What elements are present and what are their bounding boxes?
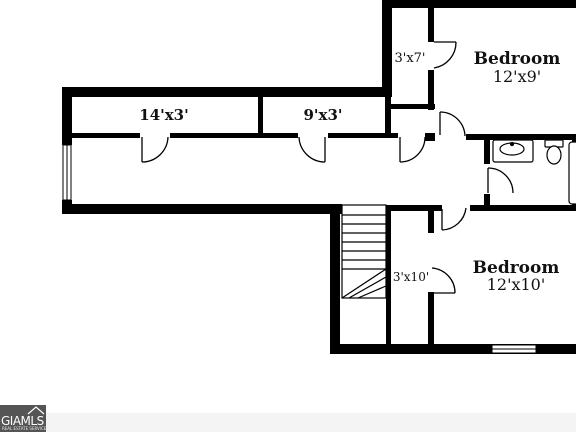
bedroom-2-dimensions: 12'x10' [487, 275, 546, 294]
wall-top-divider [428, 8, 434, 42]
door-swings [141, 41, 514, 294]
wall-left-top [62, 87, 392, 97]
wall-closet-row-bottom-c [328, 133, 398, 138]
wall-bed1-bottom [466, 134, 576, 140]
sink-icon [492, 139, 534, 163]
toilet-icon [544, 139, 564, 165]
tub-icon [568, 141, 576, 205]
wall-3x10-right-top [428, 205, 434, 233]
door-closet-3x10 [431, 267, 456, 294]
wall-left-end-bottom [62, 200, 72, 214]
labels: 14'x3' 9'x3' 3'x7' 3'x10' Bedroom 12'x9'… [139, 49, 560, 294]
bedroom-2-name: Bedroom [473, 258, 560, 278]
wall-stair-right [386, 205, 391, 353]
wall-bottom [330, 344, 576, 354]
roof-icon [27, 406, 45, 415]
watermark-tagline: REAL ESTATE SERVICES [2, 426, 49, 431]
bath-fixtures [492, 139, 576, 205]
door-closet-14x3 [141, 136, 169, 163]
staircase [341, 204, 387, 299]
wall-closet-row-bottom-b [170, 133, 298, 138]
watermark: GIAMLS REAL ESTATE SERVICES [0, 405, 576, 432]
closet-14x3-label: 14'x3' [139, 106, 188, 124]
closet-9x3-label: 9'x3' [303, 106, 342, 124]
watermark-strip [46, 413, 576, 432]
wall-top-divider-low [428, 70, 434, 110]
wall-3x10-right-bottom [428, 292, 434, 350]
closet-3x7-label: 3'x7' [394, 51, 425, 66]
windows [62, 144, 576, 354]
wall-closet-divider [258, 97, 263, 137]
door-closet-hall [399, 136, 426, 163]
wall-left-bottom [62, 204, 342, 214]
wall-lower-left [330, 204, 340, 354]
door-closet-9x3 [298, 136, 326, 163]
wall-bath-left [484, 134, 490, 164]
door-closet-3x7 [433, 41, 457, 69]
wall-left-end-top [62, 87, 72, 145]
wall-top-right-top [382, 0, 576, 8]
wall-bath-left-low [484, 194, 490, 208]
wall-closet-row-bottom-a [62, 133, 140, 138]
wall-hall-right-post [425, 133, 435, 141]
bedroom-1-dimensions: 12'x9' [493, 67, 541, 86]
wall-closet-right [385, 97, 391, 138]
wall-3x7-bottom [385, 104, 435, 109]
door-bedroom-2 [441, 207, 467, 231]
interior-walls [62, 8, 576, 353]
door-bedroom-1 [439, 111, 466, 137]
door-bath [487, 167, 514, 194]
watermark-brand: GIAMLS [1, 414, 44, 428]
bedroom-1-name: Bedroom [474, 49, 561, 69]
wall-top-right-left [382, 0, 392, 97]
wall-hall-lower-b [470, 205, 576, 211]
wall-hall-lower-a [386, 205, 442, 211]
closet-3x10-label: 3'x10' [393, 270, 429, 284]
